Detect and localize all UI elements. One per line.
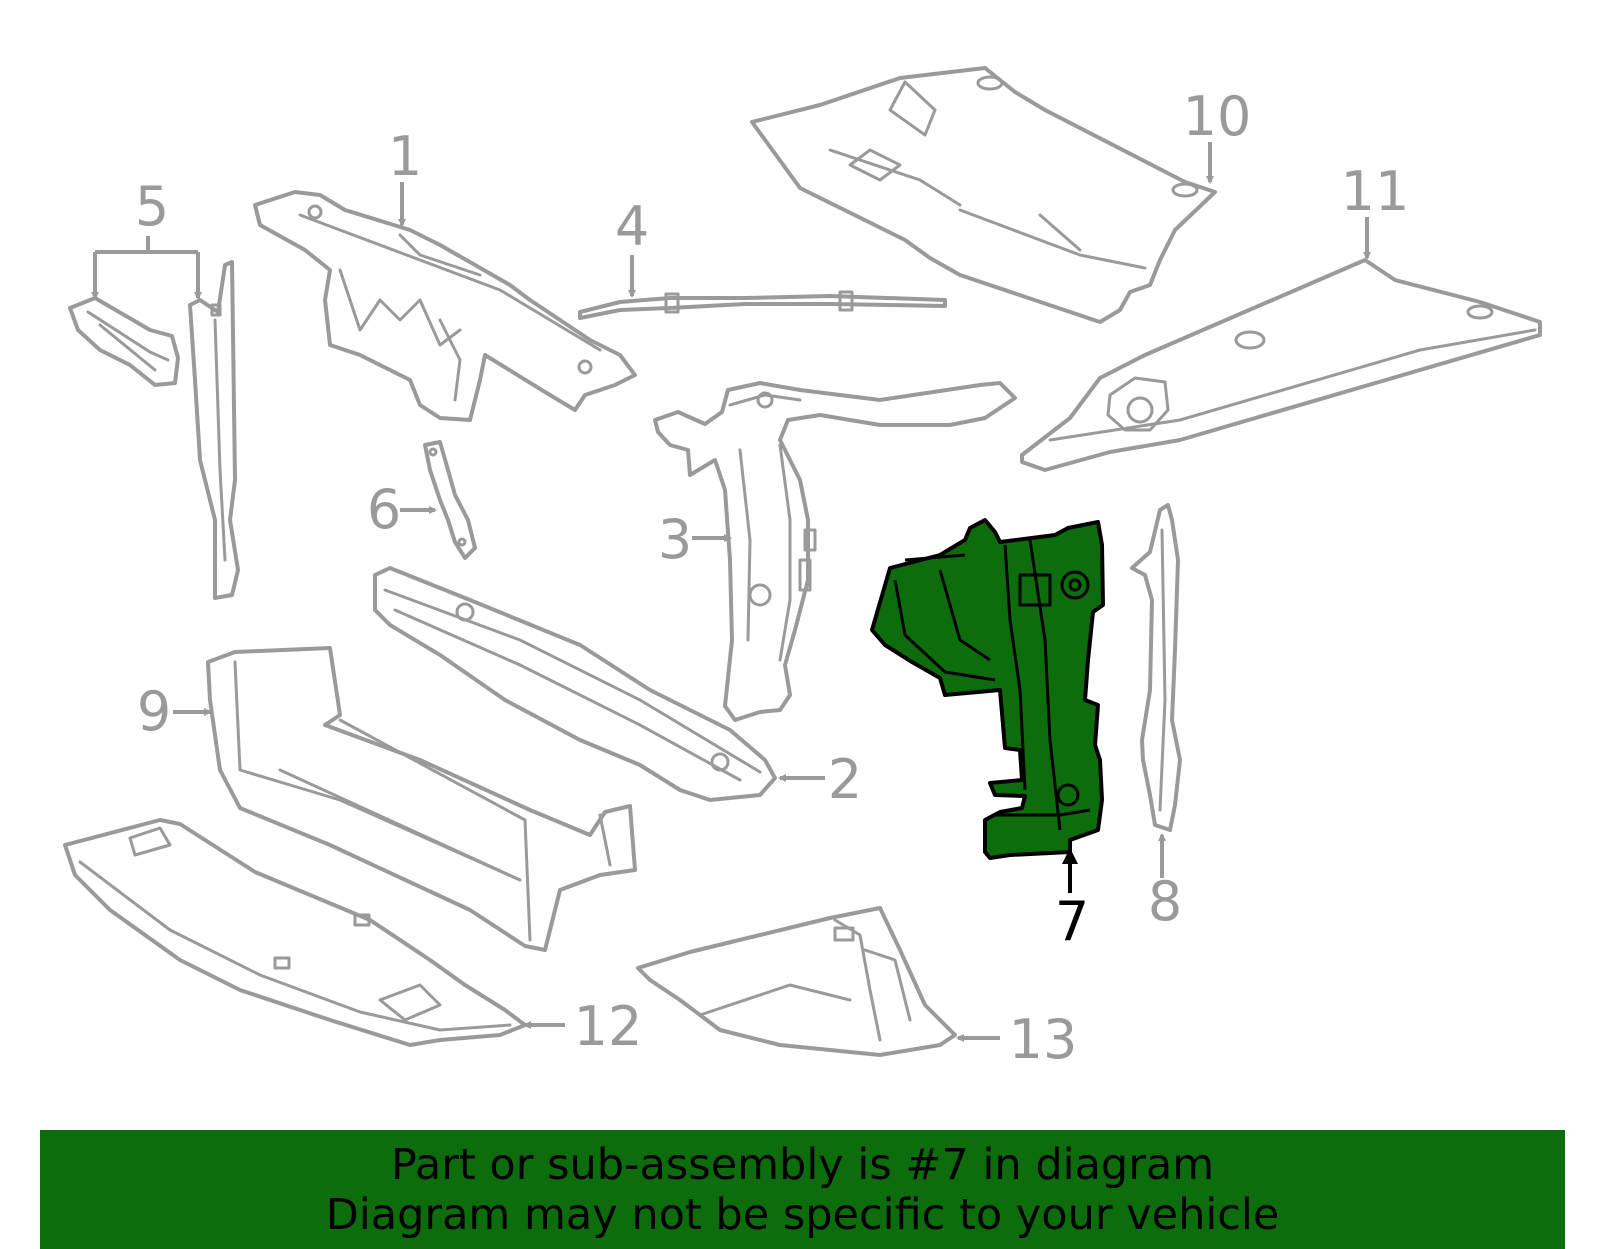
callout-9[interactable]: 9 [137,680,171,743]
callout-3[interactable]: 3 [658,508,692,571]
part-12-front-lower-shield[interactable] [63,818,527,1047]
part-11-lower-shield[interactable] [1020,258,1542,472]
info-banner: Part or sub-assembly is #7 in diagram Di… [40,1130,1565,1249]
part-3-side-frame[interactable] [653,381,1017,722]
callout-5[interactable]: 5 [135,175,169,238]
banner-line-2: Diagram may not be specific to your vehi… [325,1189,1280,1240]
part-13-lower-shield-right[interactable] [636,906,957,1057]
callout-11[interactable]: 11 [1341,160,1410,223]
callout-4[interactable]: 4 [615,195,649,258]
callout-13[interactable]: 13 [1009,1008,1078,1071]
part-1-upper-tie-bar[interactable] [253,190,637,422]
callout-2[interactable]: 2 [828,748,862,811]
part-10-splash-shield[interactable] [750,66,1217,324]
callout-labels: 1 2 3 4 5 6 7 8 9 10 11 12 13 [135,85,1410,1071]
part-2-lower-tie-bar[interactable] [373,566,777,802]
callout-12[interactable]: 12 [574,995,643,1058]
callout-1[interactable]: 1 [388,125,422,188]
callout-8[interactable]: 8 [1148,870,1182,933]
part-5-bracket-left[interactable] [68,296,180,387]
part-9-air-duct[interactable] [206,646,637,952]
callout-6[interactable]: 6 [367,478,401,541]
callout-7[interactable]: 7 [1055,890,1089,953]
leader-lines [91,142,1371,1042]
callout-10[interactable]: 10 [1183,85,1252,148]
part-4-rod[interactable] [578,290,947,320]
part-7-highlighted-bracket[interactable] [870,518,1105,860]
part-8-strip[interactable] [1130,503,1182,832]
part-6-bracket[interactable] [423,440,477,560]
banner-line-1: Part or sub-assembly is #7 in diagram [390,1139,1215,1190]
leader-5 [93,236,200,298]
part-5-side-member[interactable] [188,260,240,600]
